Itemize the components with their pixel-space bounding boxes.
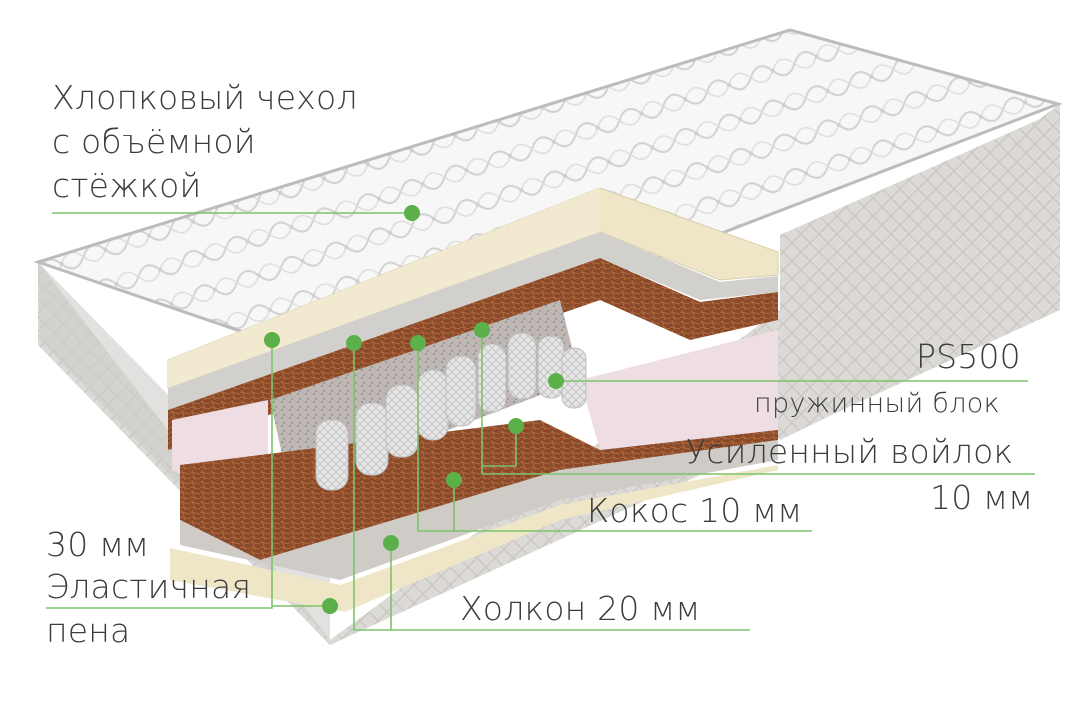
- cover-label-line3: стёжкой: [52, 166, 202, 205]
- callout-dot-icon: [383, 535, 399, 551]
- foam-label-line2: Эластичная: [46, 567, 252, 606]
- callout-dot-icon: [474, 322, 490, 338]
- callout-dot-icon: [548, 373, 564, 389]
- felt-label-line1: Усиленный войлок: [686, 432, 1014, 471]
- callout-dot-icon: [508, 418, 524, 434]
- foam-label-line1: 30 мм: [46, 525, 150, 564]
- callout-dot-icon: [404, 205, 420, 221]
- foam-label-line3: пена: [46, 611, 131, 650]
- callout-dot-icon: [446, 472, 462, 488]
- callout-dots: [264, 205, 564, 614]
- spring-block: [315, 332, 587, 491]
- callout-dot-icon: [322, 598, 338, 614]
- coconut-label: Кокос 10 мм: [587, 491, 803, 530]
- callout-lines: [46, 212, 1035, 631]
- cover-label-line1: Хлопковый чехол: [52, 78, 358, 117]
- callout-dot-icon: [346, 335, 362, 351]
- callout-dot-icon: [410, 335, 426, 351]
- spring-model-label: PS500: [916, 337, 1021, 376]
- spring-desc-label: пружинный блок: [754, 388, 1000, 419]
- callout-dot-icon: [264, 332, 280, 348]
- cover-label-line2: с объёмной: [52, 122, 256, 161]
- holcon-label: Холкон 20 мм: [460, 589, 701, 628]
- felt-label-line2: 10 мм: [930, 478, 1034, 517]
